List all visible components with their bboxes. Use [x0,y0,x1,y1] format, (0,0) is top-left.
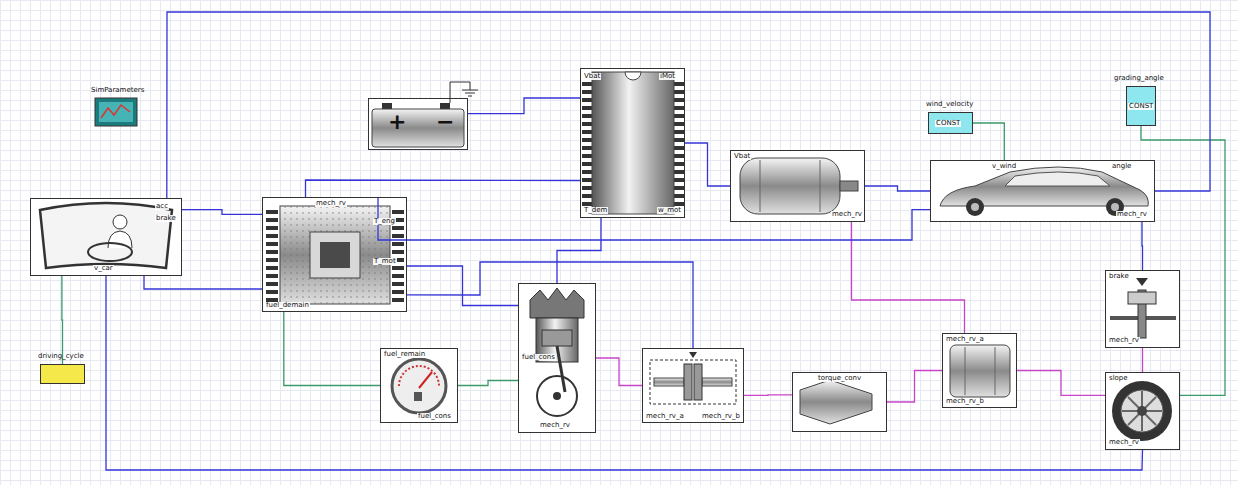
signal-wire [852,222,965,333]
signal-wire [306,180,581,197]
motor-icon [730,150,865,222]
wheel-icon [1105,372,1180,450]
port-label: mech_rv_a [945,336,985,343]
engine-icon [518,283,596,433]
port-label: T_eng [373,218,396,225]
torque-converter-body [800,380,872,424]
driver-icon [30,198,182,276]
signal-wire [458,381,518,386]
port-label: acc [155,203,169,210]
parameter-block: SimParameters [95,98,137,126]
brake-icon [1105,270,1180,348]
port-label: torque_conv [817,375,862,382]
signal-wire [973,123,1004,160]
signal-wire [685,143,730,186]
engine-block: fuel_cons mech_rv [518,283,596,433]
signal-wire [1142,348,1143,372]
signal-wire [144,276,262,289]
signal-wire [744,394,792,396]
controller-block: Vbat iMotT_dem w_mot [580,68,685,218]
signal-wire [1141,126,1225,395]
port-label: mech_rv [1116,211,1148,218]
signal-wire [182,210,262,215]
port-label: fuel_remain [383,351,426,358]
battery-block: +− [368,98,468,150]
driver-block: acc brake v_car [30,198,182,276]
port-label: SimParameters [90,87,145,94]
gearbox-block: mech_rv_a mech_rv_b [942,333,1017,408]
car-body-icon [930,160,1155,222]
fuel-gauge-icon [380,348,458,423]
port-label: Vbat [733,153,751,160]
torque-converter-icon [792,372,887,432]
port-label: mech_rv [1108,439,1140,446]
ecu-block: mech_rv fuel_demain T_engT_mot [262,197,407,312]
signal-wire [378,197,930,240]
port-label: iMot [659,73,676,80]
port-label: mech_rv_b [945,398,985,405]
port-label: CONST [1128,103,1154,110]
port-label: CONST [935,120,961,127]
port-label: w_mot [657,207,682,214]
clutch-icon [642,348,744,423]
signal-wire [1017,371,1105,396]
battery-icon [368,82,478,150]
signal-wire [407,266,518,306]
port-label: mech_rv [539,422,571,429]
port-label: fuel_cons [417,413,452,420]
port-label: brake [1108,273,1130,280]
torque-converter-block: torque_conv [792,372,887,432]
port-label: driving_cycle [37,353,85,360]
signal-wire [468,98,580,114]
signal-wire [167,12,1210,198]
port-label: mech_rv [315,200,347,207]
port-label: grading_angle [1113,75,1165,82]
port-label: brake [155,215,177,222]
signal-wire [61,276,63,364]
brake-block: brake mech_rv [1105,270,1180,348]
wheel-block: slope mech_rv [1105,372,1180,450]
driving-cycle-block: driving_cycle [40,364,85,384]
port-label: mech_rv_a [645,413,685,420]
port-label: v_car [93,265,114,272]
port-label: slope [1108,375,1129,382]
port-label: mech_rv [1108,337,1140,344]
signal-wire [865,186,930,191]
signal-wire [1141,222,1143,270]
clutch-block: mech_rv_a mech_rv_b [642,348,744,423]
port-label: fuel_demain [265,302,310,309]
controller-ic-icon [580,68,685,218]
port-label: T_mot [373,258,397,265]
car-body-block: v_wind angle mech_rv [930,160,1155,222]
motor-block: Vbat mech_rv [730,150,865,222]
signal-wire [284,312,380,386]
port-label: angle [1111,163,1132,170]
fuel-gauge-block: fuel_remain fuel_cons [380,348,458,423]
constant-block: grading_angleCONST [1126,86,1156,126]
port-label: mech_rv [831,211,863,218]
port-label: T_dem [583,207,608,214]
port-label: mech_rv_b [701,413,741,420]
terminal-sign: − [435,111,455,133]
signal-wire [407,262,693,348]
signal-wire [887,371,942,403]
port-label: v_wind [991,163,1017,170]
constant-block: wind_velocityCONST [928,112,973,134]
port-label: Vbat [583,73,601,80]
simparameters-icon [95,98,137,126]
gearbox-icon [942,333,1017,408]
signal-wire [596,358,642,386]
signal-wire [557,218,601,283]
port-label: fuel_cons [521,354,556,361]
ecu-chip-icon [262,197,407,312]
terminal-sign: + [387,111,407,133]
port-label: wind_velocity [925,101,974,108]
